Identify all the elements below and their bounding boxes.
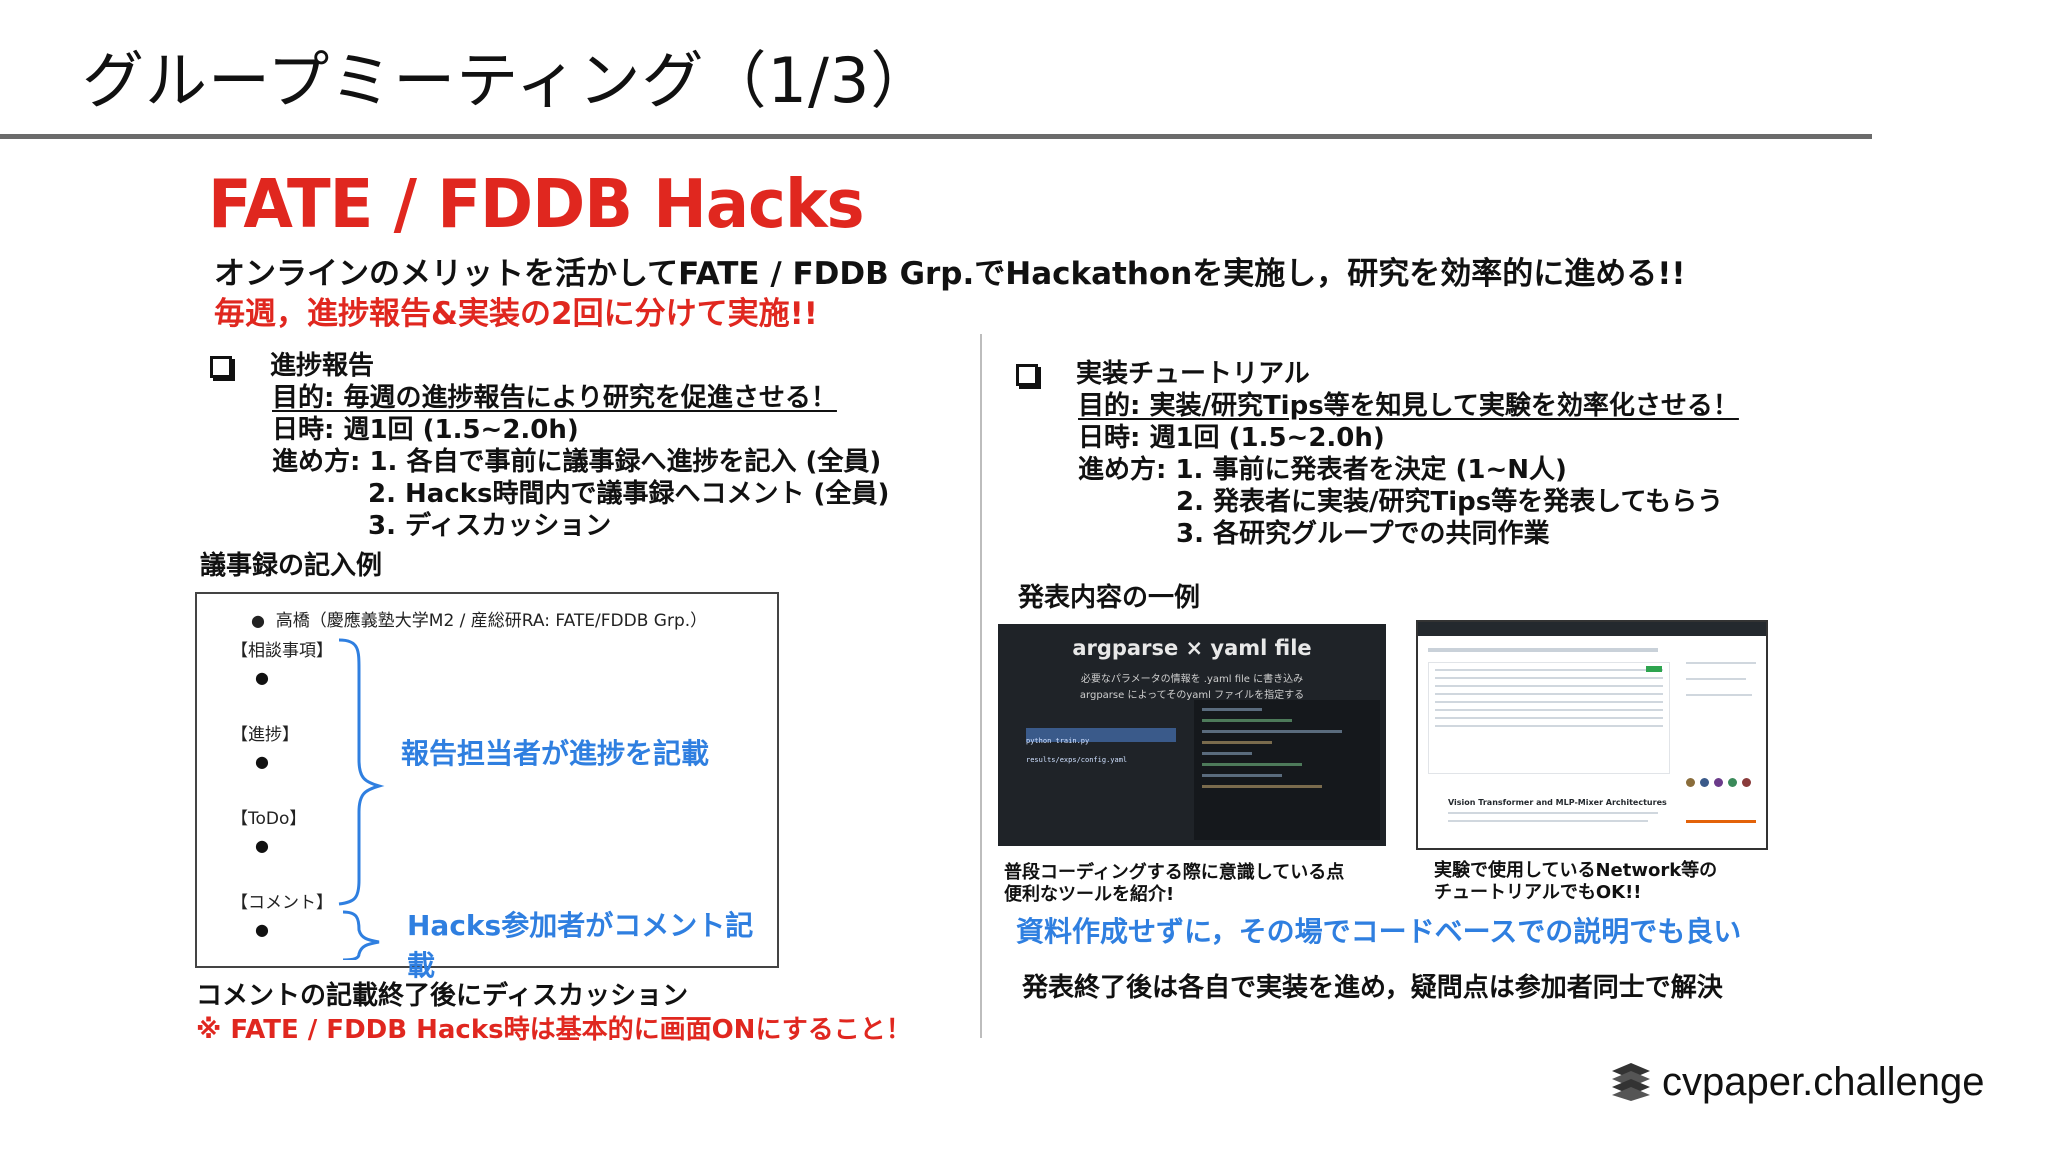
lead-text: オンラインのメリットを活かしてFATE / FDDB Grp.でHackatho… — [214, 256, 1686, 292]
title-rule — [0, 134, 1872, 139]
example-bracket-comment: 【コメント】 — [231, 893, 333, 913]
hacks-heading: FATE / FDDB Hacks — [208, 166, 865, 244]
screenshot-title: argparse × yaml file — [1072, 636, 1312, 660]
code-button — [1646, 666, 1662, 672]
github-topbar — [1418, 622, 1766, 636]
minutes-example-frame: ● 高橋（慶應義塾大学M2 / 産総研RA: FATE/FDDB Grp.） 【… — [195, 592, 779, 982]
left-section-title: 進捗報告 — [210, 350, 374, 382]
checkbox-icon — [1016, 363, 1038, 386]
bullet-icon: ● — [255, 668, 269, 687]
checkbox-icon — [210, 355, 232, 378]
example-bracket-todo: 【ToDo】 — [231, 809, 307, 829]
right-method-2: 2. 発表者に実装/研究Tips等を発表してもらう — [1176, 487, 1724, 517]
caption-right-2: チュートリアルでもOK!! — [1434, 882, 1642, 903]
left-example-title: 議事録の記入例 — [200, 551, 383, 581]
left-after-text: コメントの記載終了後にディスカッション — [196, 981, 689, 1011]
bullet-icon: ● — [255, 836, 269, 855]
terminal-command: python train.py results/exps/config.yaml — [1026, 728, 1176, 764]
stack-logo-icon — [1612, 1063, 1650, 1101]
github-screenshot: Vision Transformer and MLP-Mixer Archite… — [1416, 620, 1768, 850]
example-blue-label-comment: Hacks参加者がコメント記載 — [407, 909, 754, 982]
left-note-red: ※ FATE / FDDB Hacks時は基本的に画面ONにすること！ — [196, 1015, 912, 1045]
left-purpose: 目的: 毎週の進捗報告により研究を促進させる！ — [272, 383, 837, 413]
file-list — [1428, 662, 1670, 774]
contributors-avatars — [1686, 772, 1760, 787]
caption-right-1: 実験で使用しているNetwork等の — [1434, 860, 1718, 881]
right-schedule: 日時: 週1回 (1.5~2.0h) — [1078, 423, 1385, 453]
lead-red-text: 毎週，進捗報告&実装の2回に分けて実施!! — [214, 296, 818, 332]
caption-left-1: 普段コーディングする際に意識している点 — [1004, 862, 1345, 883]
slide-title: グループミーティング（1/3） — [82, 44, 934, 117]
example-bracket-progress: 【進捗】 — [231, 725, 299, 745]
left-schedule: 日時: 週1回 (1.5~2.0h) — [272, 415, 579, 445]
brand-text: cvpaper.challenge — [1662, 1060, 1985, 1104]
right-section-title: 実装チュートリアル — [1016, 358, 1310, 390]
argparse-screenshot: argparse × yaml file 必要なパラメータの情報を .yaml … — [998, 624, 1386, 846]
example-bracket-consult: 【相談事項】 — [231, 641, 333, 661]
example-blue-label-progress: 報告担当者が進捗を記載 — [401, 737, 710, 770]
right-purpose: 目的: 実装/研究Tips等を知見して実験を効率化させる！ — [1078, 391, 1739, 421]
bullet-icon: ● — [255, 920, 269, 939]
right-method-1: 進め方: 1. 事前に発表者を決定 (1~N人) — [1078, 455, 1567, 485]
code-editor-pane — [1194, 700, 1380, 840]
right-closing: 発表終了後は各自で実装を進め，疑問点は参加者同士で解決 — [1022, 973, 1723, 1003]
language-bar — [1686, 820, 1756, 823]
right-example-title: 発表内容の一例 — [1018, 583, 1201, 613]
example-header: ● 高橋（慶應義塾大学M2 / 産総研RA: FATE/FDDB Grp.） — [251, 611, 708, 631]
right-method-3: 3. 各研究グループでの共同作業 — [1176, 519, 1550, 549]
brand-logo: cvpaper.challenge — [1608, 1060, 1984, 1105]
left-method-1: 進め方: 1. 各自で事前に議事録へ進捗を記入 (全員) — [272, 447, 882, 477]
readme-heading: Vision Transformer and MLP-Mixer Archite… — [1448, 798, 1667, 807]
right-blue-line: 資料作成せずに，その場でコードベースでの説明でも良い — [1016, 915, 1742, 948]
screenshot-line-2: argparse によってそのyaml ファイルを指定する — [1079, 690, 1305, 701]
bullet-icon: ● — [251, 611, 265, 630]
curly-brace-icon — [338, 638, 385, 960]
bullet-icon: ● — [255, 752, 269, 771]
column-divider — [980, 334, 982, 1038]
caption-left-2: 便利なツールを紹介! — [1004, 884, 1175, 905]
screenshot-line-1: 必要なパラメータの情報を .yaml file に書き込み — [1080, 674, 1304, 685]
left-method-2: 2. Hacks時間内で議事録へコメント (全員) — [368, 479, 890, 509]
left-method-3: 3. ディスカッション — [368, 511, 612, 541]
